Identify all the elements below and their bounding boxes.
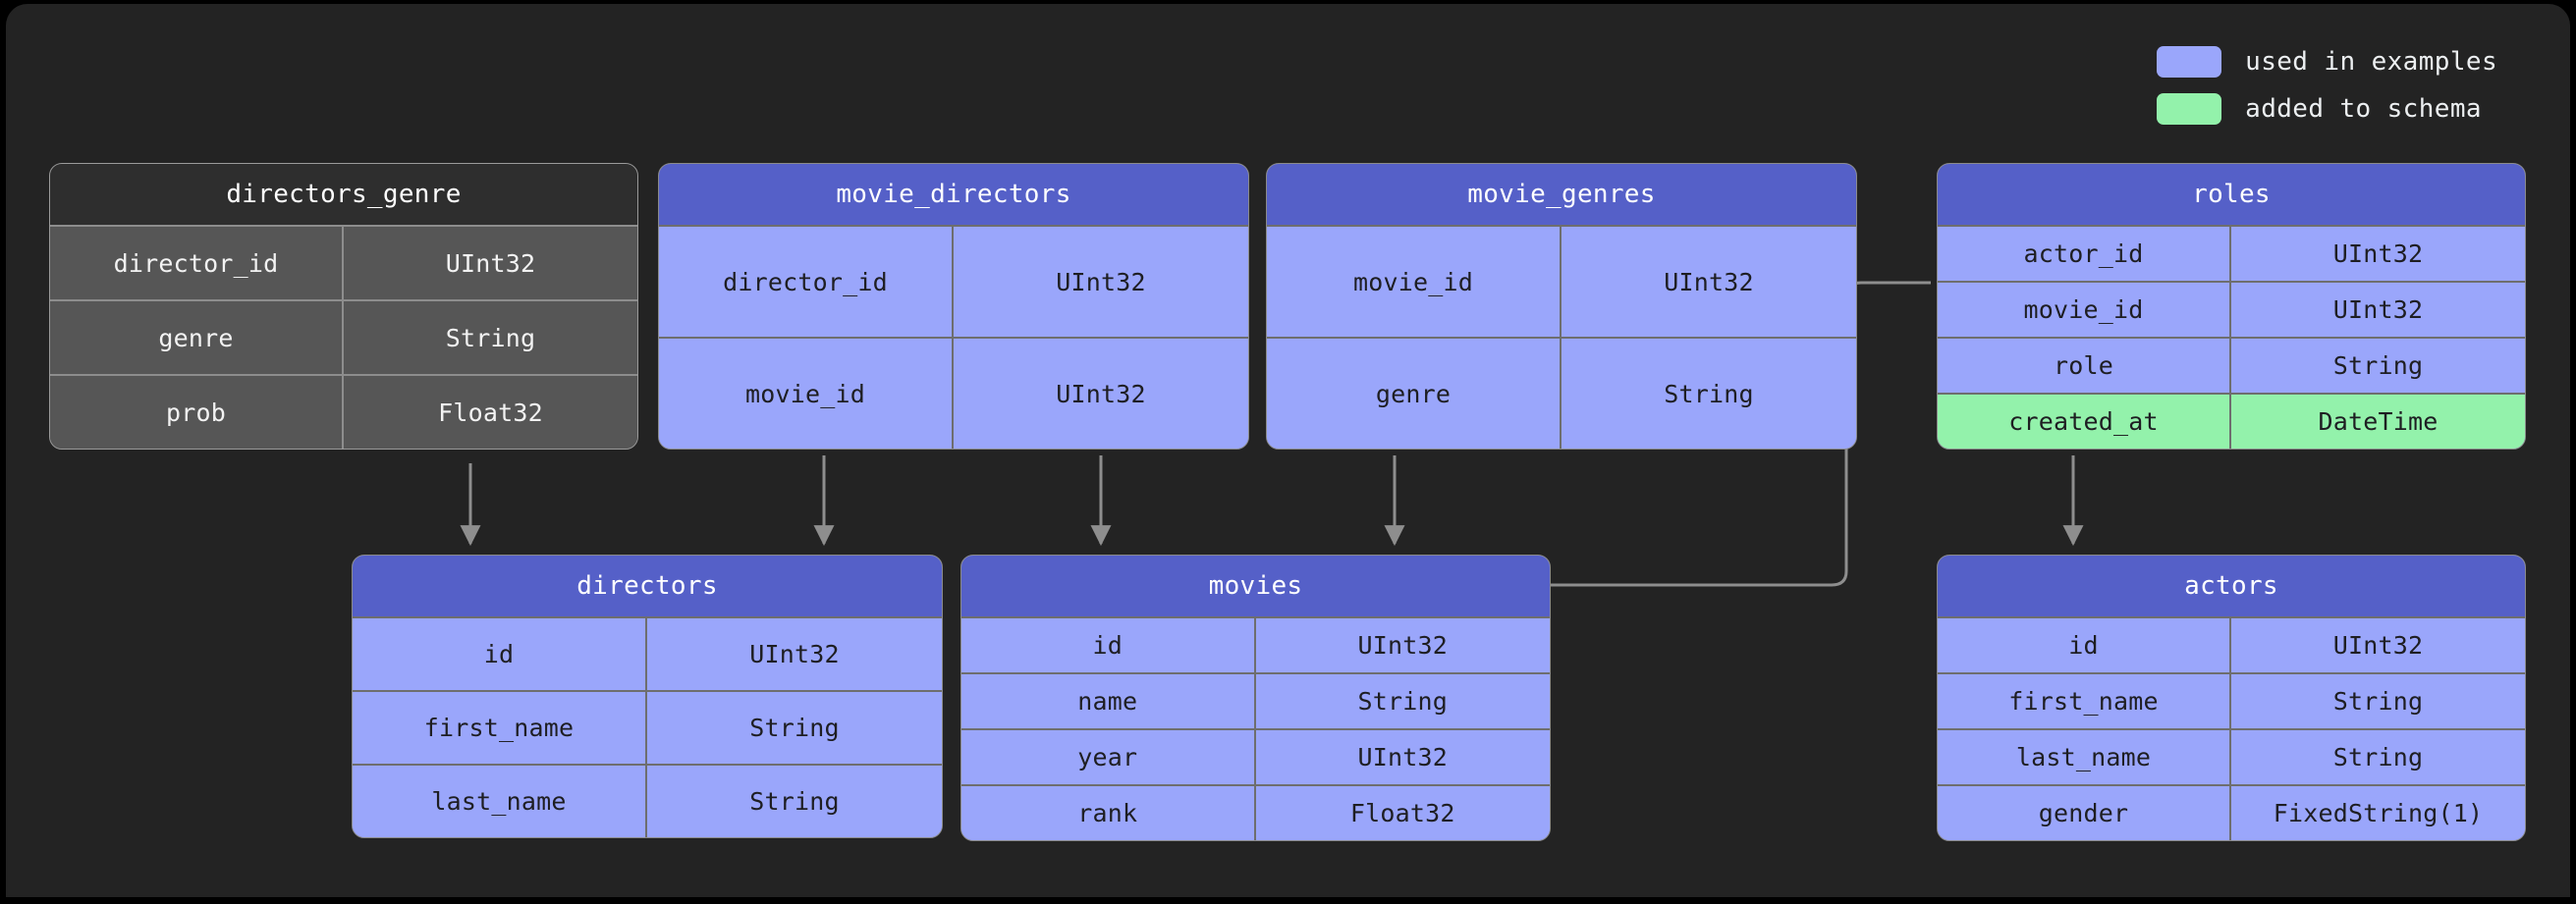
column-name-cell: year <box>961 730 1256 784</box>
blue-swatch-icon <box>2157 46 2222 78</box>
table-row[interactable]: prob Float32 <box>50 374 637 449</box>
column-type-cell: Float32 <box>438 398 543 427</box>
table-row[interactable]: actor_id UInt32 <box>1938 225 2525 281</box>
column-type-cell: DateTime <box>2318 407 2439 436</box>
column-type-cell: UInt32 <box>2332 239 2424 268</box>
column-name-cell: id <box>353 618 647 690</box>
legend-item-added-to-schema: added to schema <box>2157 93 2482 125</box>
column-name-cell: role <box>1938 339 2231 393</box>
column-name-cell: genre <box>1267 339 1562 449</box>
table-row[interactable]: first_name String <box>1938 672 2525 728</box>
table-row[interactable]: id UInt32 <box>1938 616 2525 672</box>
column-type-cell: UInt32 <box>1056 267 1146 296</box>
table-row[interactable]: movie_id UInt32 <box>1267 225 1856 337</box>
table-row-highlighted[interactable]: created_at DateTime <box>1938 393 2525 449</box>
column-type-cell: UInt32 <box>749 640 840 668</box>
table-row[interactable]: director_id UInt32 <box>659 225 1248 337</box>
column-name-cell: name <box>961 674 1256 728</box>
table-row[interactable]: id UInt32 <box>961 616 1550 672</box>
table-directors[interactable]: directors id UInt32 first_name String la… <box>352 555 943 838</box>
legend-label-added-to-schema: added to schema <box>2245 94 2482 124</box>
diagram-canvas: used in examples added to schema directo… <box>6 4 2570 897</box>
table-movie_genres[interactable]: movie_genres movie_id UInt32 genre Strin… <box>1266 163 1857 450</box>
table-title-actors: actors <box>1938 556 2525 616</box>
table-row[interactable]: role String <box>1938 337 2525 393</box>
table-row[interactable]: name String <box>961 672 1550 728</box>
table-title-roles: roles <box>1938 164 2525 225</box>
table-row[interactable]: genre String <box>1267 337 1856 449</box>
column-name-cell: genre <box>50 301 344 374</box>
column-name-cell: rank <box>961 786 1256 840</box>
column-type-cell: UInt32 <box>1357 743 1448 771</box>
column-type-cell: String <box>1664 379 1754 408</box>
column-name-cell: first_name <box>353 692 647 764</box>
table-row[interactable]: id UInt32 <box>353 616 942 690</box>
column-type-cell: String <box>749 714 840 742</box>
table-row[interactable]: movie_id UInt32 <box>659 337 1248 449</box>
column-name-cell: id <box>1938 618 2231 672</box>
column-type-cell: FixedString(1) <box>2273 799 2484 827</box>
column-type-cell: UInt32 <box>1056 379 1146 408</box>
column-name-cell: movie_id <box>1938 283 2231 337</box>
column-name-cell: director_id <box>50 227 344 299</box>
legend: used in examples added to schema <box>2157 46 2497 125</box>
column-type-cell: String <box>2332 743 2424 771</box>
column-name-cell: director_id <box>659 227 954 337</box>
column-type-cell: UInt32 <box>2332 295 2424 324</box>
column-type-cell: UInt32 <box>1664 267 1754 296</box>
table-title-movies: movies <box>961 556 1550 616</box>
table-roles[interactable]: roles actor_id UInt32 movie_id UInt32 ro… <box>1937 163 2526 450</box>
table-row[interactable]: gender FixedString(1) <box>1938 784 2525 840</box>
column-type-cell: String <box>445 323 536 352</box>
column-type-cell: UInt32 <box>445 248 536 278</box>
column-name-cell: movie_id <box>1267 227 1562 337</box>
column-name-cell: id <box>961 618 1256 672</box>
legend-item-used-in-examples: used in examples <box>2157 46 2497 78</box>
column-type-cell: Float32 <box>1349 799 1455 827</box>
column-type-cell: UInt32 <box>2332 631 2424 660</box>
table-title-directors_genre: directors_genre <box>50 164 637 225</box>
table-row[interactable]: last_name String <box>353 764 942 837</box>
table-row[interactable]: year UInt32 <box>961 728 1550 784</box>
table-actors[interactable]: actors id UInt32 first_name String last_… <box>1937 555 2526 841</box>
table-movie_directors[interactable]: movie_directors director_id UInt32 movie… <box>658 163 1249 450</box>
column-type-cell: String <box>2332 687 2424 716</box>
column-name-cell: last_name <box>1938 730 2231 784</box>
green-swatch-icon <box>2157 93 2222 125</box>
column-type-cell: UInt32 <box>1357 631 1448 660</box>
column-type-cell: String <box>749 787 840 816</box>
table-row[interactable]: movie_id UInt32 <box>1938 281 2525 337</box>
column-type-cell: String <box>1357 687 1448 716</box>
table-directors_genre[interactable]: directors_genre director_id UInt32 genre… <box>49 163 638 450</box>
column-name-cell: movie_id <box>659 339 954 449</box>
table-row[interactable]: rank Float32 <box>961 784 1550 840</box>
table-title-movie_directors: movie_directors <box>659 164 1248 225</box>
column-name-cell: last_name <box>353 766 647 837</box>
table-row[interactable]: first_name String <box>353 690 942 764</box>
table-row[interactable]: last_name String <box>1938 728 2525 784</box>
column-name-cell: actor_id <box>1938 227 2231 281</box>
table-movies[interactable]: movies id UInt32 name String year UInt32… <box>960 555 1551 841</box>
column-type-cell: String <box>2332 351 2424 380</box>
column-name-cell: gender <box>1938 786 2231 840</box>
table-row[interactable]: genre String <box>50 299 637 374</box>
legend-label-used-in-examples: used in examples <box>2245 47 2497 77</box>
table-title-directors: directors <box>353 556 942 616</box>
table-title-movie_genres: movie_genres <box>1267 164 1856 225</box>
column-name-cell: created_at <box>1938 395 2231 449</box>
column-name-cell: first_name <box>1938 674 2231 728</box>
column-name-cell: prob <box>50 376 344 449</box>
table-row[interactable]: director_id UInt32 <box>50 225 637 299</box>
